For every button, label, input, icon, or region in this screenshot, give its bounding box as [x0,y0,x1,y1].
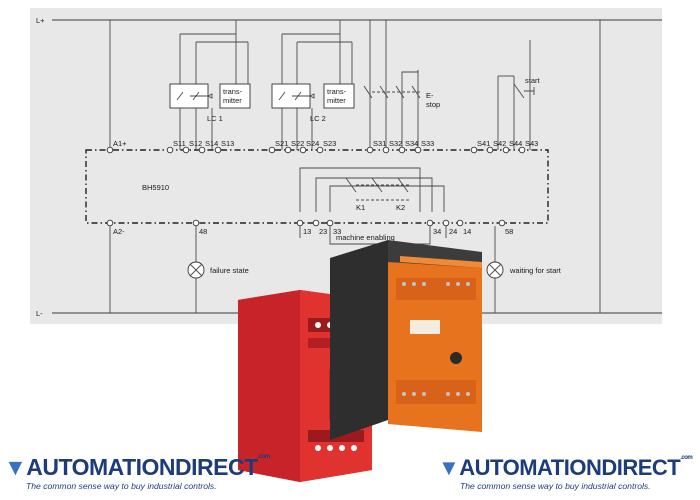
bottom-terminal-0 [106,219,114,227]
bottom-terminal-label-0: A2- [113,227,125,236]
start-label: start [525,76,541,85]
top-terminal-4 [214,146,222,154]
bottom-terminal-label-4: 33 [333,227,341,236]
automationdirect-logo-left: ▼AUTOMATIONDIRECT.com The common sense w… [4,454,270,491]
lc2-transmitter-box [323,83,355,109]
top-terminal-10 [382,146,390,154]
lc1-transmitter-label: trans- [223,87,243,96]
bottom-terminal-8 [498,219,506,227]
top-terminal-16 [518,146,526,154]
top-terminal-14 [486,146,494,154]
bottom-terminal-label-1: 48 [199,227,207,236]
contactor-k2-label: K2 [396,203,405,212]
top-terminal-label-5: S21 [275,139,288,148]
top-terminal-label-11: S34 [405,139,418,148]
machine-enabling-label: machine enabling [336,233,395,242]
top-terminal-7 [299,146,307,154]
top-terminal-label-15: S44 [509,139,522,148]
top-terminal-label-13: S41 [477,139,490,148]
top-terminal-5 [268,146,276,154]
bottom-terminal-3 [312,219,320,227]
top-terminal-label-7: S24 [306,139,319,148]
top-terminal-label-0: A1+ [113,139,127,148]
top-terminal-label-4: S13 [221,139,234,148]
lc1-transmitter-box [219,83,251,109]
brand-name: AUTOMATIONDIRECT [26,454,258,480]
top-terminal-label-6: S22 [291,139,304,148]
contactor-k1-label: K1 [356,203,365,212]
bottom-terminal-label-6: 24 [449,227,457,236]
bottom-terminal-2 [296,219,304,227]
bottom-terminal-6 [442,219,450,227]
brand-tagline-2: The common sense way to buy industrial c… [460,481,651,491]
automationdirect-logo-right: ▼AUTOMATIONDIRECT.com The common sense w… [438,455,693,491]
bottom-terminal-5 [426,219,434,227]
top-terminal-12 [414,146,422,154]
top-terminal-13 [470,146,478,154]
failure-lamp-label: failure state [210,266,249,275]
lc2-transmitter-label: trans- [327,87,347,96]
bottom-terminal-label-7: 14 [463,227,471,236]
estop-label-1: E- [426,91,434,100]
lc1-transmitter-label-2: mitter [223,96,242,105]
top-terminal-label-3: S14 [205,139,218,148]
bottom-terminal-4 [326,219,334,227]
bottom-terminal-labels: A2- 48 13 23 33 34 24 14 58 [106,219,513,236]
top-terminal-0 [106,146,114,154]
bottom-terminal-label-8: 58 [505,227,513,236]
brand-tagline: The common sense way to buy industrial c… [26,481,217,491]
top-terminal-label-16: S43 [525,139,538,148]
bottom-terminal-label-2: 13 [303,227,311,236]
bottom-terminal-label-5: 34 [433,227,441,236]
top-terminal-15 [502,146,510,154]
top-terminal-label-1: S11 [173,139,186,148]
lc1-label: LC 1 [207,114,223,123]
module-name: BH5910 [142,183,169,192]
top-terminal-6 [284,146,292,154]
rail-negative-label: L- [36,309,43,318]
bottom-terminal-label-3: 23 [319,227,327,236]
top-terminal-label-12: S33 [421,139,434,148]
top-terminal-9 [366,146,374,154]
orange-safety-relay-image [330,240,482,440]
waiting-lamp-label: waiting for start [509,266,562,275]
brand-name-2: AUTOMATIONDIRECT [459,455,681,480]
bottom-terminal-7 [456,219,464,227]
top-terminal-label-8: S23 [323,139,336,148]
top-terminal-1 [166,146,174,154]
top-terminal-3 [198,146,206,154]
rail-positive-label: L+ [36,16,45,25]
lc2-transmitter-label-2: mitter [327,96,346,105]
top-terminal-2 [182,146,190,154]
top-terminal-label-14: S42 [493,139,506,148]
top-terminal-label-10: S32 [389,139,402,148]
estop-label-2: stop [426,100,440,109]
top-terminal-label-2: S12 [189,139,202,148]
top-terminal-11 [398,146,406,154]
lc2-label: LC 2 [310,114,326,123]
bottom-terminal-1 [192,219,200,227]
top-terminal-8 [316,146,324,154]
top-terminal-label-9: S31 [373,139,386,148]
